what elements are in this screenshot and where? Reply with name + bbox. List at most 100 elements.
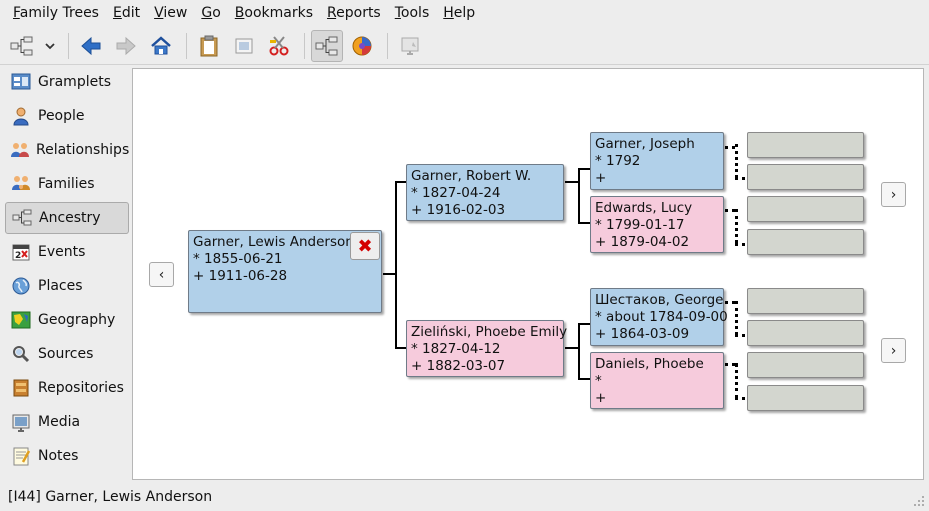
menu-go[interactable]: Go [194, 0, 227, 26]
person-death: + 1911-06-28 [193, 268, 288, 284]
person-name: Шестаков, George [595, 292, 724, 308]
person-death: + [595, 390, 607, 406]
media-reference-button[interactable] [228, 30, 260, 62]
fan-chart-button[interactable] [346, 30, 378, 62]
person-box-maternal-grandfather[interactable]: Шестаков, George * about 1784-09-00 + 18… [590, 288, 728, 346]
connector-line [578, 323, 591, 325]
pedigree-view-button[interactable] [311, 29, 343, 62]
configure-view-button[interactable] [394, 30, 426, 62]
person-birth: * 1827-04-24 [411, 185, 501, 201]
family-tree-dropdown[interactable] [41, 30, 59, 62]
menu-reports-mnemonic: R [327, 5, 337, 21]
svg-text:2: 2 [15, 251, 21, 261]
empty-person-box[interactable] [747, 320, 864, 346]
sidebar-item-events[interactable]: 2 Events [5, 236, 129, 268]
menu-edit-mnemonic: E [112, 5, 122, 21]
sidebar-item-label: Sources [38, 346, 94, 362]
close-icon: ✖ [357, 235, 373, 257]
connector-line [578, 168, 591, 170]
empty-person-box[interactable] [747, 352, 864, 378]
sidebar-item-repositories[interactable]: Repositories [5, 372, 129, 404]
empty-person-box[interactable] [747, 229, 864, 255]
navigate-maternal-button[interactable]: › [881, 338, 906, 363]
navigate-paternal-button[interactable]: › [881, 182, 906, 207]
scissors-icon [269, 35, 289, 55]
sidebar-item-label: Gramplets [38, 74, 111, 90]
sidebar-item-sources[interactable]: Sources [5, 338, 129, 370]
person-box-paternal-grandfather[interactable]: Garner, Joseph * 1792 + [590, 132, 724, 190]
sidebar-item-label: People [38, 108, 85, 124]
person-box-mother[interactable]: Zieliński, Phoebe Emily * 1827-04-12 + 1… [406, 320, 567, 377]
person-box-father[interactable]: Garner, Robert W. * 1827-04-24 + 1916-02… [406, 164, 564, 221]
menu-bookmarks-label: ookmarks [244, 5, 314, 21]
chevron-left-icon: ‹ [158, 266, 165, 283]
back-button[interactable] [75, 30, 107, 62]
person-birth: * about 1784-09-00 [595, 309, 728, 325]
cut-button[interactable] [263, 30, 295, 62]
navigate-child-button[interactable]: ‹ [149, 262, 174, 287]
sidebar-item-notes[interactable]: Notes [5, 440, 129, 472]
connector-line [383, 273, 395, 275]
delete-person-button[interactable]: ✖ [350, 232, 380, 260]
home-button[interactable] [145, 30, 177, 62]
navigator-sidebar: Gramplets People Relationships Families … [5, 65, 131, 481]
sidebar-item-geography[interactable]: Geography [5, 304, 129, 336]
sidebar-item-people[interactable]: People [5, 100, 129, 132]
sidebar-item-relationships[interactable]: Relationships [5, 134, 129, 166]
dotted-connector [725, 301, 735, 304]
sidebar-item-label: Repositories [38, 380, 124, 396]
menu-reports[interactable]: Reports [320, 0, 388, 26]
forward-button[interactable] [110, 30, 142, 62]
empty-person-box[interactable] [747, 132, 864, 158]
menu-edit[interactable]: Edit [106, 0, 147, 26]
sidebar-item-media[interactable]: Media [5, 406, 129, 438]
sidebar-item-gramplets[interactable]: Gramplets [5, 66, 129, 98]
person-birth: * 1799-01-17 [595, 217, 685, 233]
person-death: + 1882-03-07 [411, 358, 506, 374]
empty-person-box[interactable] [747, 196, 864, 222]
menu-bookmarks[interactable]: Bookmarks [228, 0, 320, 26]
menu-tools[interactable]: Tools [388, 0, 437, 26]
sidebar-item-ancestry[interactable]: Ancestry [5, 202, 129, 234]
image-icon [235, 38, 253, 53]
sidebar-item-label: Ancestry [39, 210, 101, 226]
pedigree-canvas: Garner, Lewis Anderson * 1855-06-21 + 19… [132, 68, 924, 480]
menubar: Family Trees Edit View Go Bookmarks Repo… [0, 0, 929, 26]
menu-view[interactable]: View [147, 0, 194, 26]
sidebar-item-places[interactable]: Places [5, 270, 129, 302]
places-icon [10, 275, 32, 297]
person-box-maternal-grandmother[interactable]: Daniels, Phoebe * + [590, 352, 724, 409]
person-box-root[interactable]: Garner, Lewis Anderson * 1855-06-21 + 19… [188, 230, 382, 313]
connector-line [578, 323, 580, 379]
menu-reports-label: eports [336, 5, 381, 21]
gramplets-icon [10, 71, 32, 93]
chevron-down-icon [45, 42, 55, 49]
menu-help[interactable]: Help [436, 0, 482, 26]
menu-bookmarks-mnemonic: B [234, 5, 245, 21]
person-birth: * 1827-04-12 [411, 341, 501, 357]
sidebar-item-label: Notes [38, 448, 79, 464]
empty-person-box[interactable] [747, 288, 864, 314]
empty-person-box[interactable] [747, 164, 864, 190]
arrow-left-icon [81, 36, 101, 55]
menu-family-trees[interactable]: Family Trees [6, 0, 106, 26]
sidebar-item-label: Geography [38, 312, 116, 328]
person-box-paternal-grandmother[interactable]: Edwards, Lucy * 1799-01-17 + 1879-04-02 [590, 196, 724, 253]
family-tree-button[interactable] [6, 30, 38, 62]
sidebar-item-label: Families [38, 176, 95, 192]
arrow-right-icon [116, 36, 136, 55]
person-name: Garner, Robert W. [411, 168, 532, 184]
menu-tools-label: ools [400, 5, 430, 21]
media-icon [10, 411, 32, 433]
toolbar-separator [68, 32, 69, 59]
menu-view-mnemonic: V [154, 5, 164, 21]
sidebar-item-families[interactable]: Families [5, 168, 129, 200]
clipboard-button[interactable] [193, 30, 225, 62]
families-icon [10, 173, 32, 195]
family-tree-icon [10, 36, 33, 55]
empty-person-box[interactable] [747, 385, 864, 411]
dotted-connector [735, 301, 738, 335]
resize-grip-icon[interactable] [913, 495, 925, 507]
dotted-connector [735, 144, 738, 178]
toolbar [0, 27, 929, 65]
